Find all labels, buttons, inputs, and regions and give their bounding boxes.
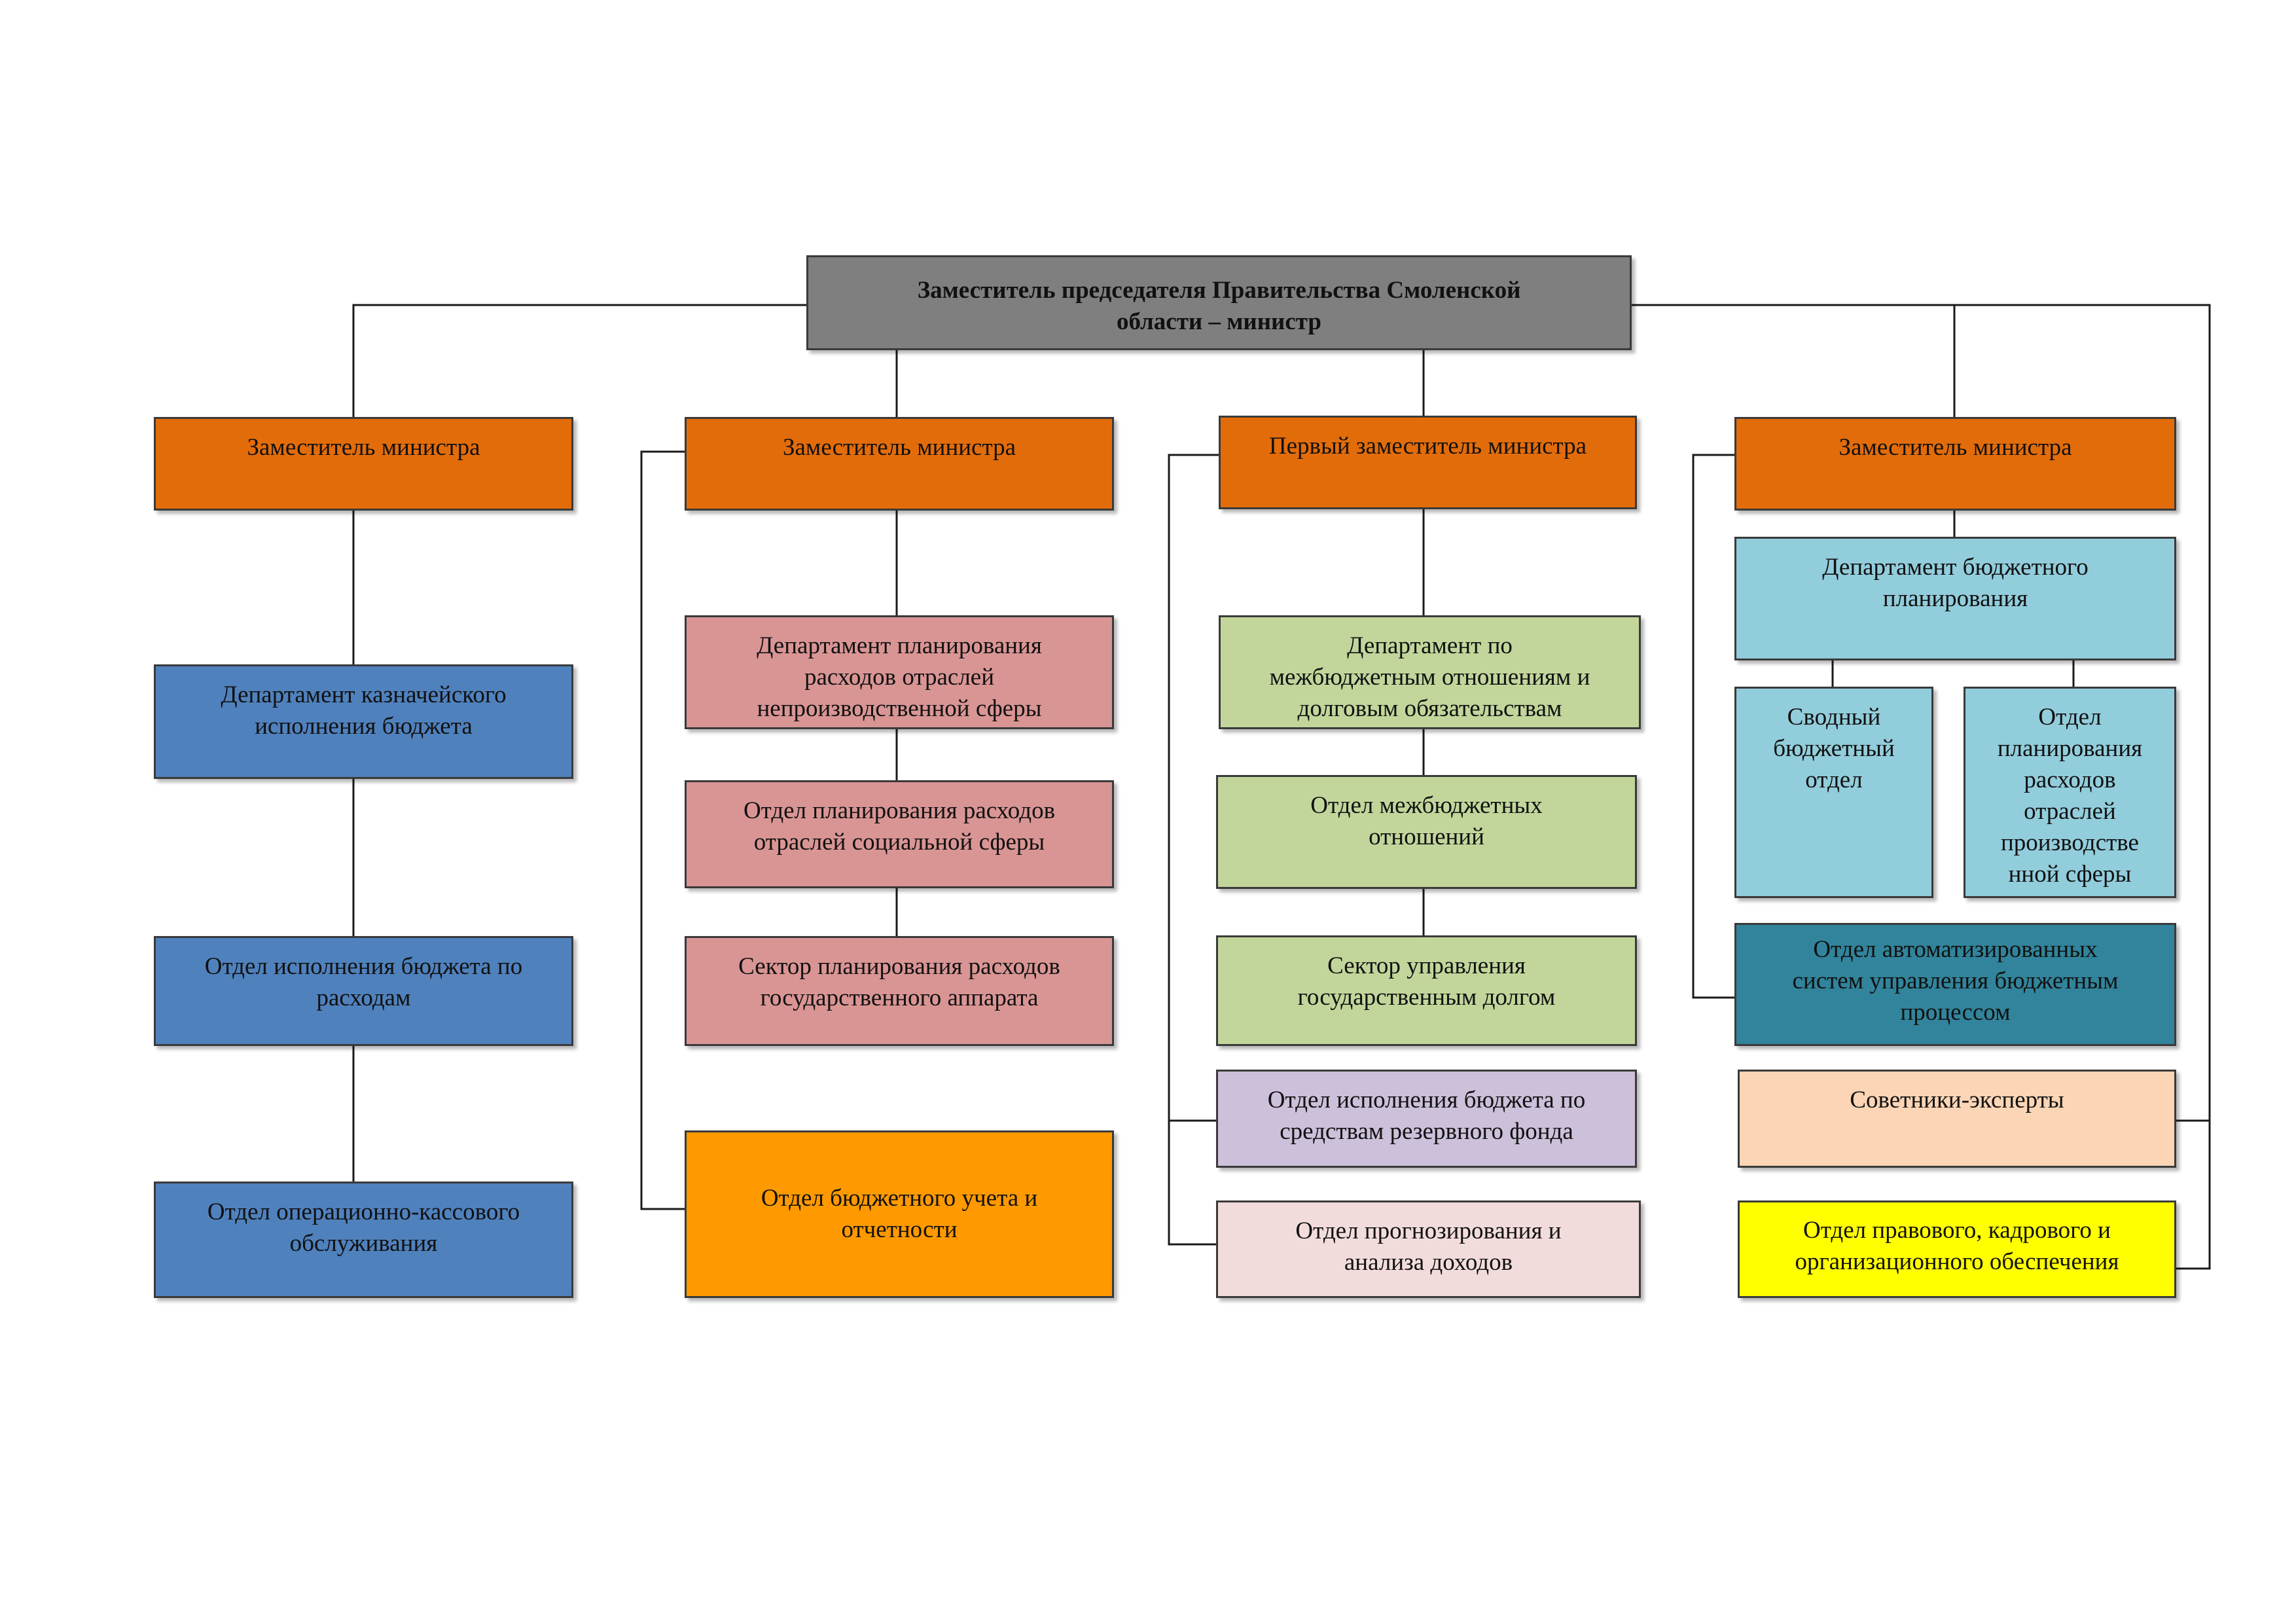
deputy-minister-4: Заместитель министра	[1734, 417, 2176, 511]
consolidated-budget-unit: Сводный бюджетный отдел	[1734, 687, 1933, 898]
deputy-minister-1: Заместитель министра	[154, 417, 573, 511]
budget-planning-department: Департамент бюджетного планирования	[1734, 537, 2176, 660]
connector-line	[1632, 304, 2211, 1270]
head-box: Заместитель председателя Правительства С…	[806, 255, 1632, 350]
legal-hr-unit: Отдел правового, кадрового и организацио…	[1738, 1200, 2176, 1298]
head-label: Заместитель председателя Правительства С…	[917, 276, 1521, 335]
connector-line	[1692, 454, 1734, 999]
interbudget-relations-unit: Отдел межбюджетных отношений	[1216, 775, 1637, 889]
nonproduction-planning-department: Департамент планирования расходов отрасл…	[685, 615, 1114, 729]
production-planning-unit: Отдел планирования расходов отраслей про…	[1964, 687, 2176, 898]
expert-advisors: Советники-эксперты	[1738, 1070, 2176, 1168]
expenditure-execution-unit: Отдел исполнения бюджета по расходам	[154, 936, 573, 1046]
budget-accounting-unit: Отдел бюджетного учета и отчетности	[685, 1130, 1114, 1298]
revenue-forecast-unit: Отдел прогнозирования и анализа доходов	[1216, 1200, 1641, 1298]
reserve-fund-unit: Отдел исполнения бюджета по средствам ре…	[1216, 1070, 1637, 1168]
social-planning-unit: Отдел планирования расходов отраслей соц…	[685, 780, 1114, 888]
state-apparatus-planning-sector: Сектор планирования расходов государстве…	[685, 936, 1114, 1046]
cash-operations-unit: Отдел операционно-кассового обслуживания	[154, 1182, 573, 1298]
first-deputy-minister: Первый заместитель министра	[1219, 416, 1637, 509]
public-debt-sector: Сектор управления государственным долгом	[1216, 935, 1637, 1046]
connector-line	[640, 450, 685, 1210]
connector-line	[352, 304, 806, 417]
interbudget-department: Департамент по межбюджетным отношениям и…	[1219, 615, 1641, 729]
deputy-minister-2: Заместитель министра	[685, 417, 1114, 511]
treasury-department: Департамент казначейского исполнения бюд…	[154, 664, 573, 779]
connector-line	[1168, 454, 1219, 1246]
automation-systems-unit: Отдел автоматизированных систем управлен…	[1734, 923, 2176, 1046]
connector-line	[1632, 304, 1956, 417]
